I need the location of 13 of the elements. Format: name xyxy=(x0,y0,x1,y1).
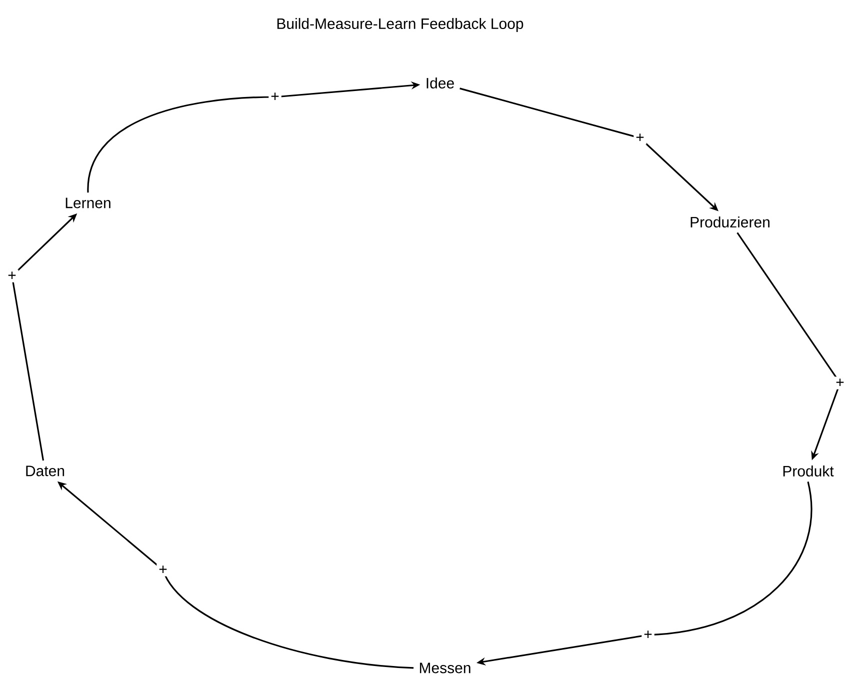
edge-label: + xyxy=(834,376,846,390)
concept-label: Daten xyxy=(26,466,64,476)
diagram-title: Build-Measure-Learn Feedback Loop xyxy=(277,18,524,32)
concept-label: Messen xyxy=(420,662,470,674)
edge-label: + xyxy=(156,564,170,576)
concept-label: Produkt xyxy=(783,465,834,476)
concept-label: Lernen xyxy=(66,198,110,208)
edge-label: + xyxy=(268,90,282,104)
concept-label: Produzieren xyxy=(690,216,770,228)
edge-label: + xyxy=(642,628,654,642)
concept-label: Idee xyxy=(426,77,454,88)
edge-label: + xyxy=(6,270,18,282)
edge-label: + xyxy=(634,132,646,144)
